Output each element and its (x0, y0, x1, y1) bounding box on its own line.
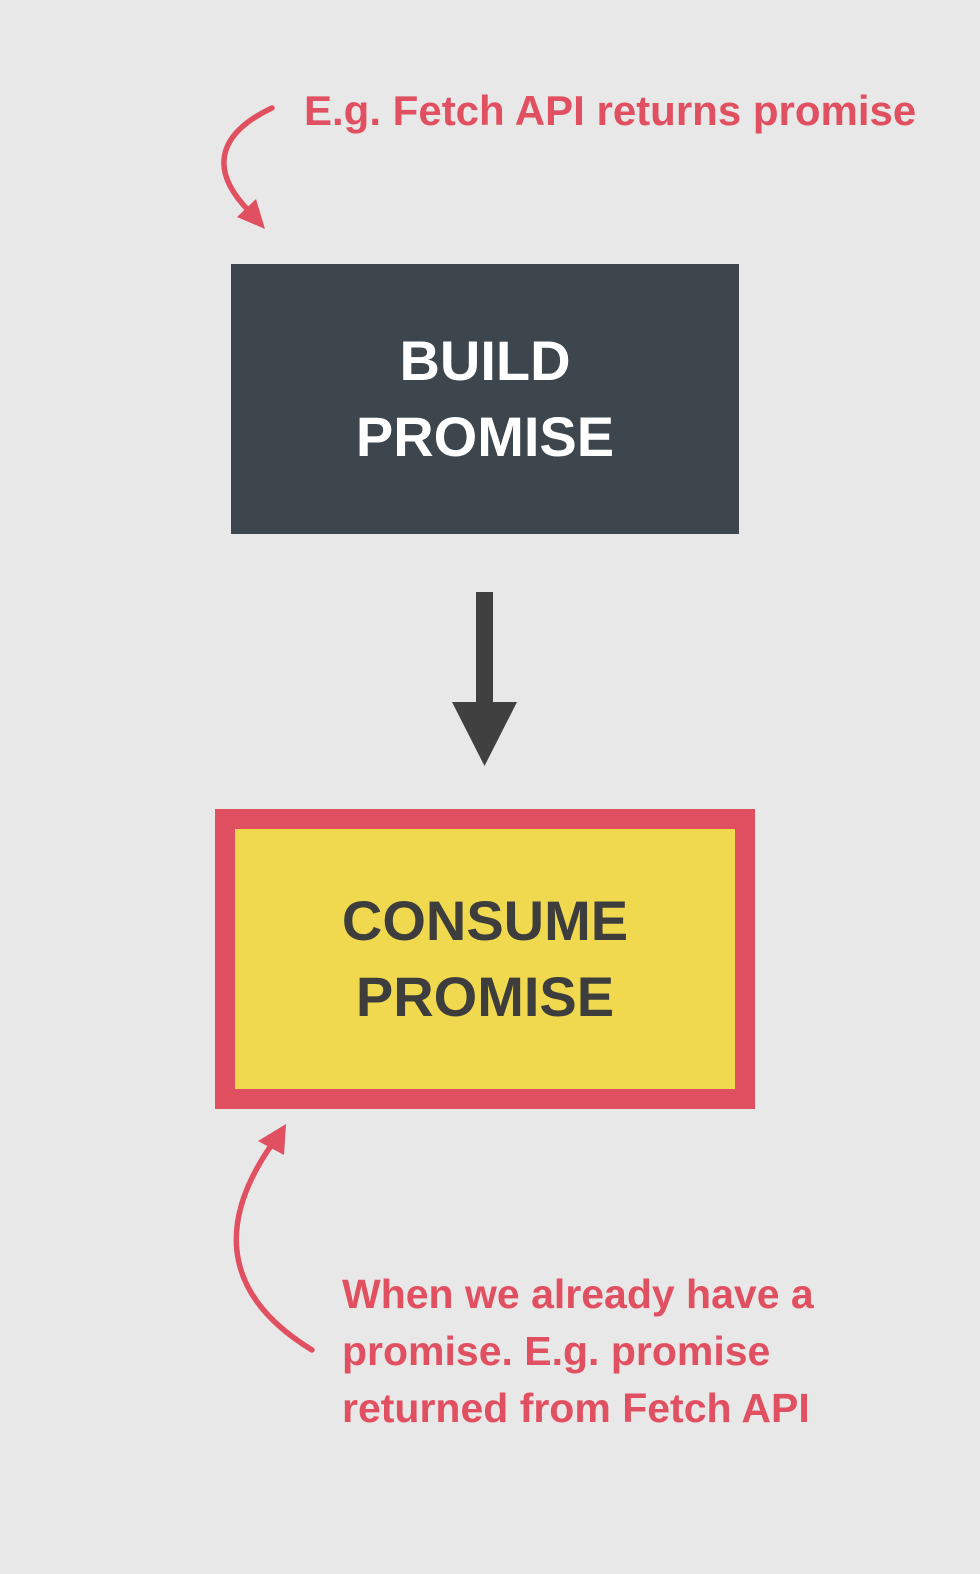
build-box-line2: PROMISE (355, 405, 615, 468)
flow-arrow-head (452, 702, 517, 766)
top-note-arrowhead (237, 199, 265, 229)
bottom-annotation: When we already have a promise. E.g. pro… (342, 1271, 814, 1431)
build-box-line1: BUILD (399, 329, 571, 392)
top-annotation: E.g. Fetch API returns promise (304, 87, 917, 134)
bottom-note-arrowhead (258, 1124, 286, 1155)
bottom-note-curved-arrow (233, 1137, 315, 1353)
build-promise-box: BUILD PROMISE (231, 264, 739, 534)
top-note-curved-arrow (221, 105, 275, 215)
consume-promise-box: CONSUME PROMISE (215, 809, 755, 1109)
consume-box-line1: CONSUME (341, 889, 629, 952)
flow-arrow-shaft (476, 592, 493, 704)
consume-box-line2: PROMISE (355, 965, 615, 1028)
